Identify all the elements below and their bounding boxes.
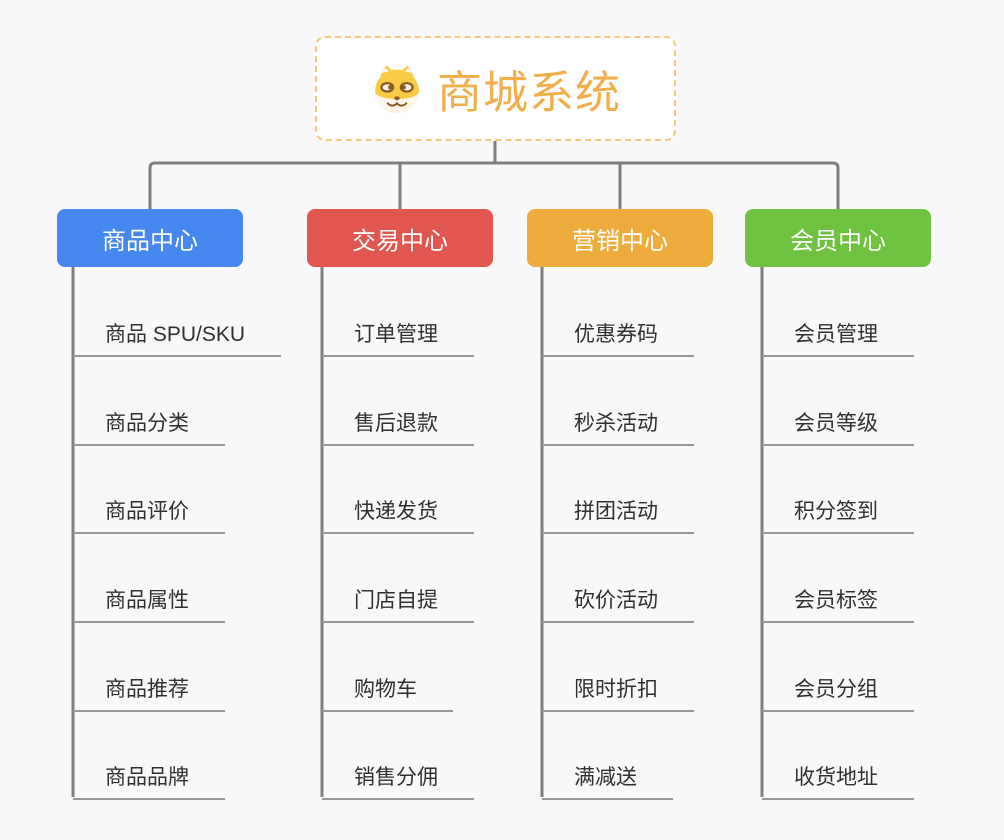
child-topic[interactable]: 收货地址 (762, 756, 914, 800)
child-topic[interactable]: 购物车 (322, 668, 453, 712)
child-topic[interactable]: 会员分组 (762, 668, 914, 712)
branch-node-member[interactable]: 会员中心 (745, 209, 931, 267)
child-topic[interactable]: 门店自提 (322, 579, 474, 623)
branch-node-trade[interactable]: 交易中心 (307, 209, 493, 267)
child-topic[interactable]: 商品评价 (73, 490, 225, 534)
child-topic[interactable]: 秒杀活动 (542, 402, 694, 446)
child-topic[interactable]: 商品 SPU/SKU (73, 313, 282, 357)
child-topic[interactable]: 销售分佣 (322, 756, 474, 800)
branch-label: 商品中心 (102, 227, 198, 255)
child-topic[interactable]: 商品分类 (73, 402, 225, 446)
child-topic[interactable]: 会员等级 (762, 402, 914, 446)
child-topic[interactable]: 商品推荐 (73, 668, 225, 712)
child-topic[interactable]: 商品属性 (73, 579, 225, 623)
branch-node-marketing[interactable]: 营销中心 (527, 209, 713, 267)
child-topic[interactable]: 会员管理 (762, 313, 914, 357)
doge-icon (375, 64, 419, 113)
root-title: 商城系统 (436, 67, 621, 118)
child-topic[interactable]: 售后退款 (322, 402, 474, 446)
branch-label: 会员中心 (790, 227, 886, 255)
branch-label: 交易中心 (352, 227, 448, 255)
child-topic[interactable]: 拼团活动 (542, 490, 694, 534)
child-topic[interactable]: 订单管理 (322, 313, 474, 357)
child-topic[interactable]: 积分签到 (762, 490, 914, 534)
bus-line (148, 161, 840, 209)
child-topic[interactable]: 会员标签 (762, 579, 914, 623)
child-topic[interactable]: 满减送 (542, 756, 673, 800)
branch-node-product[interactable]: 商品中心 (57, 209, 243, 267)
root-node[interactable]: 商城系统 (315, 36, 676, 141)
child-topic[interactable]: 限时折扣 (542, 668, 694, 712)
child-topic[interactable]: 砍价活动 (542, 579, 694, 623)
child-topic[interactable]: 快递发货 (322, 490, 474, 534)
child-topic[interactable]: 优惠券码 (542, 313, 694, 357)
child-topic[interactable]: 商品品牌 (73, 756, 225, 800)
branch-label: 营销中心 (572, 227, 668, 255)
